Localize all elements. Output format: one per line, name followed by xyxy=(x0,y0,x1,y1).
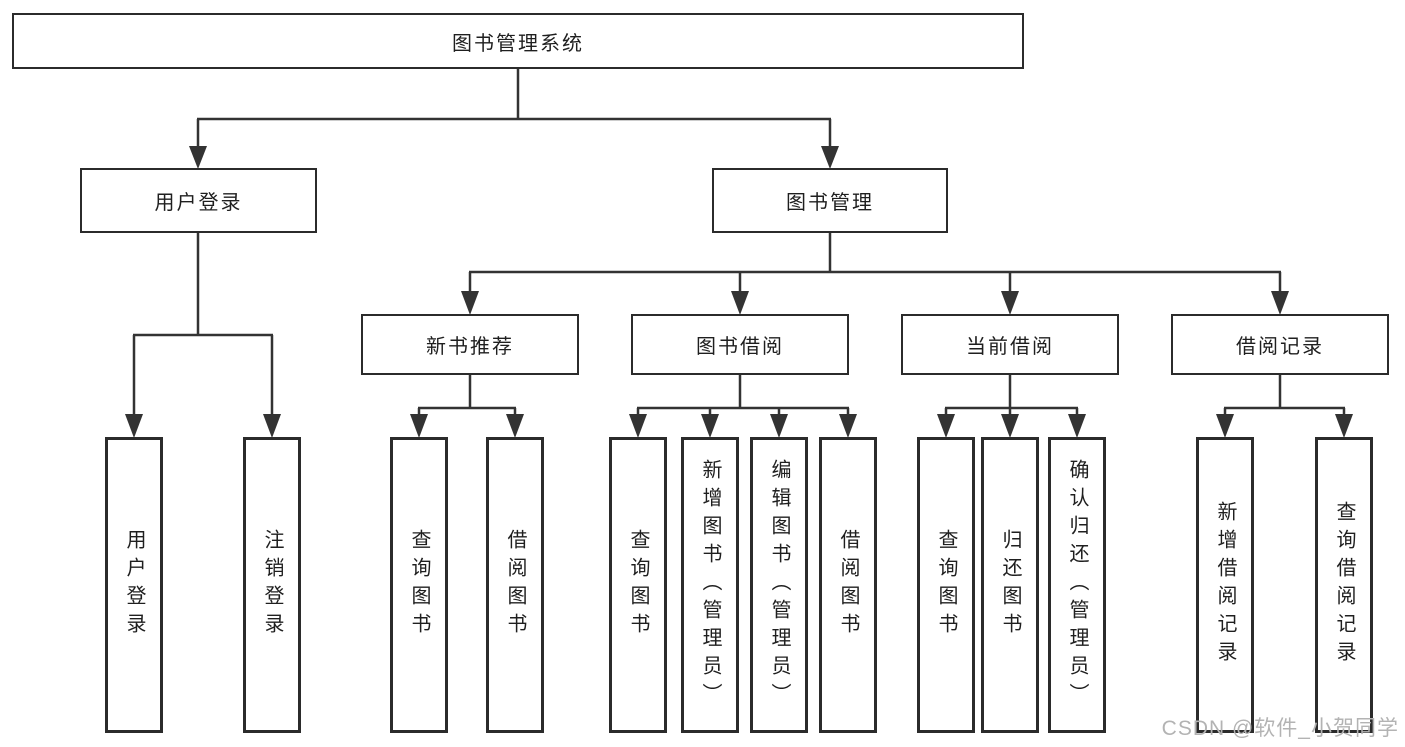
leaf-add-borrow-record: 新增借阅记录 xyxy=(1196,437,1254,733)
node-library-system: 图书管理系统 xyxy=(12,13,1024,69)
connector-current-borrow xyxy=(937,375,1086,438)
connector-user-login xyxy=(125,233,281,438)
node-current-borrow: 当前借阅 xyxy=(901,314,1119,375)
leaf-query-books-borrow: 查询图书 xyxy=(609,437,667,733)
leaf-add-book-admin: 新增图书（管理员） xyxy=(681,437,739,733)
node-user-login: 用户登录 xyxy=(80,168,317,233)
connector-root xyxy=(189,69,839,169)
leaf-borrow-books-recommend: 借阅图书 xyxy=(486,437,544,733)
connector-book-management xyxy=(461,233,1289,315)
leaf-return-book: 归还图书 xyxy=(981,437,1039,733)
connector-borrow-records xyxy=(1216,375,1353,438)
connector-new-book-recommend xyxy=(410,375,524,438)
node-book-borrow: 图书借阅 xyxy=(631,314,849,375)
leaf-query-books-recommend: 查询图书 xyxy=(390,437,448,733)
leaf-borrow-books: 借阅图书 xyxy=(819,437,877,733)
leaf-logout: 注销登录 xyxy=(243,437,301,733)
leaf-query-books-current: 查询图书 xyxy=(917,437,975,733)
node-book-management: 图书管理 xyxy=(712,168,948,233)
leaf-query-borrow-record: 查询借阅记录 xyxy=(1315,437,1373,733)
leaf-user-login: 用户登录 xyxy=(105,437,163,733)
connector-book-borrow xyxy=(629,375,857,438)
leaf-edit-book-admin: 编辑图书（管理员） xyxy=(750,437,808,733)
node-new-book-recommend: 新书推荐 xyxy=(361,314,579,375)
leaf-confirm-return-admin: 确认归还（管理员） xyxy=(1048,437,1106,733)
node-borrow-records: 借阅记录 xyxy=(1171,314,1389,375)
